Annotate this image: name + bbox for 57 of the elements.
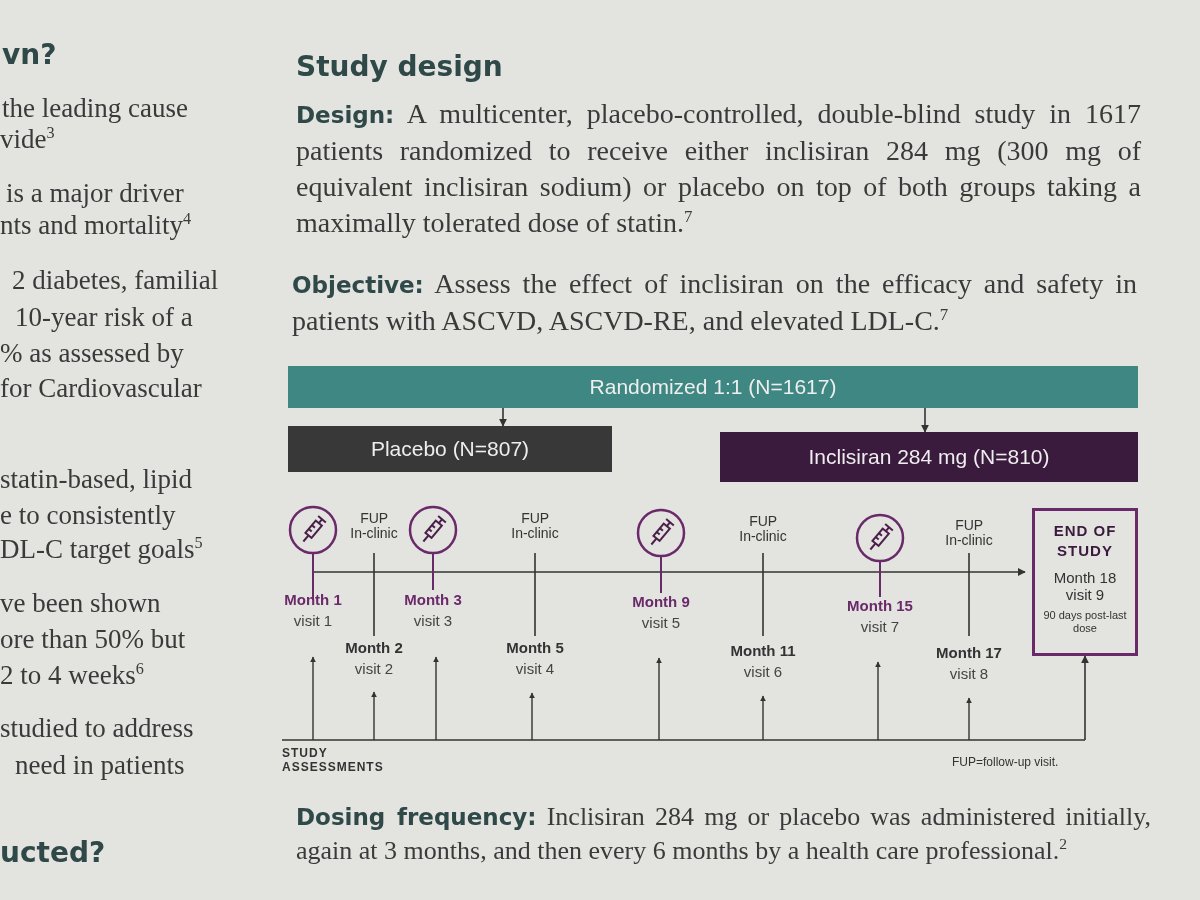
body-text-line: e to consistently (0, 500, 176, 531)
visit-label: visit 1 (293, 612, 333, 629)
body-text-line: statin-based, lipid (0, 464, 192, 495)
visit-label: visit 8 (949, 665, 989, 682)
timepoint-label: Month 15 (847, 597, 913, 614)
body-text-line: DL-C target goals$^{5}$ (0, 534, 203, 565)
body-text-line: 10-year risk of a (15, 302, 193, 333)
body-text-line: for Cardiovascular (0, 373, 202, 404)
follow-up-label: FUP In-clinic (510, 511, 560, 541)
end-of-study-box (1032, 508, 1138, 656)
timepoint-label: Month 3 (404, 591, 462, 608)
body-text-line: % as assessed by (0, 338, 184, 369)
arm-label: Randomized 1:1 (N=1617) (589, 375, 837, 399)
visit-label: visit 6 (743, 663, 783, 680)
follow-up-label: FUP In-clinic (738, 514, 788, 544)
follow-up-label: FUP In-clinic (349, 511, 399, 541)
visit-label: visit 4 (515, 660, 555, 677)
follow-up-label: FUP In-clinic (944, 518, 994, 548)
visit-label: visit 2 (354, 660, 394, 677)
body-text-line: need in patients (15, 750, 185, 781)
end-note: 90 days post-last dose (1042, 609, 1128, 635)
arrow (921, 407, 929, 433)
arm-label: Inclisiran 284 mg (N=810) (808, 445, 1050, 469)
body-text-line: 2 diabetes, familial (12, 265, 219, 296)
treatment-arm-bar (720, 432, 1138, 482)
body-text-line: ve been shown (0, 588, 161, 619)
axis-title: STUDY ASSESSMENTS (282, 746, 385, 774)
placebo-arm-bar (288, 426, 612, 472)
end-timepoint: Month 18 visit 9 (1052, 569, 1118, 603)
footnote: FUP=follow-up visit. (952, 755, 1059, 769)
timepoint-label: Month 5 (506, 639, 564, 656)
body-text-line: vide$^{3}$ (0, 124, 55, 155)
timepoint-label: Month 17 (936, 644, 1002, 661)
design-paragraph: Design: A multicenter, placebo-controlled, double-blind study in 1617 patients randomized to receive either inclisiran 284 mg (300 mg of equivalent inclisiran sodium) or placebo on top of both groups taking a maximally tolerated dose of statin.$^{7}$ (296, 97, 1141, 240)
body-text-line: 2 to 4 weeks$^{6}$ (0, 660, 144, 691)
randomization-bar (288, 366, 1138, 408)
body-text-line: studied to address (0, 713, 194, 744)
body-text-line: is a major driver (6, 178, 184, 209)
body-text-line: the leading cause (2, 93, 188, 124)
arrow (499, 407, 507, 427)
visit-label: visit 5 (641, 614, 681, 631)
arm-label: Placebo (N=807) (370, 437, 530, 461)
body-text-line: nts and mortality$^{4}$ (0, 210, 192, 241)
study-end-heading: END OF STUDY (1052, 521, 1118, 561)
visit-label: visit 7 (860, 618, 900, 635)
section-heading: ucted? (0, 836, 106, 869)
timepoint-label: Month 9 (632, 593, 690, 610)
dosing-paragraph: Dosing frequency: Inclisiran 284 mg or placebo was administered initially, again at 3 months, and then every 6 months by a health care professional.$^{2}$ (296, 801, 1151, 867)
body-text-line: ore than 50% but (0, 624, 186, 655)
section-heading: vn? (2, 38, 57, 71)
visit-label: visit 3 (413, 612, 453, 629)
timepoint-label: Month 2 (345, 639, 403, 656)
timepoint-label: Month 1 (284, 591, 342, 608)
objective-paragraph: Objective: Assess the effect of inclisiran on the efficacy and safety in patients with ASCVD, ASCVD-RE, and elevated LDL-C.$^{7}$ (292, 267, 1137, 338)
section-heading: Study design (296, 50, 503, 83)
timepoint-label: Month 11 (730, 642, 796, 659)
assessment-arrow (1081, 655, 1089, 741)
